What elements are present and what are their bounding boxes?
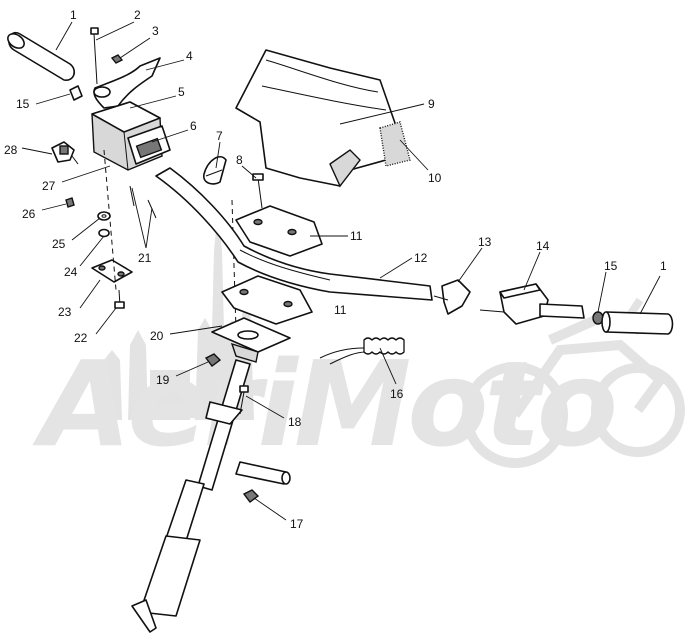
callout-28: 28	[4, 143, 18, 157]
callout-3: 3	[152, 24, 159, 38]
callout-24: 24	[64, 265, 78, 279]
callout-18: 18	[288, 415, 302, 429]
left-bar-end-icon	[69, 85, 83, 101]
cable-coil-icon	[319, 337, 405, 365]
switch-block-icon	[127, 125, 171, 165]
callout-20: 20	[150, 329, 164, 343]
callout-14: 14	[536, 239, 550, 253]
callout-11-upper: 11	[350, 229, 363, 243]
clip-icon	[203, 156, 227, 185]
watermark: AeriMoto	[32, 210, 685, 473]
mounting-plate-icon	[91, 259, 133, 283]
callout-25: 25	[52, 237, 66, 251]
callout-21: 21	[138, 251, 152, 265]
callout-13: 13	[478, 235, 492, 249]
callout-15-left: 15	[16, 97, 30, 111]
callout-1-left-grip: 1	[70, 8, 77, 22]
callout-8: 8	[236, 153, 243, 167]
screw-icon	[65, 197, 75, 208]
handlebar-icon	[155, 167, 433, 301]
callout-27: 27	[42, 179, 56, 193]
housing-screws-icon	[129, 185, 157, 219]
foam-pad-icon	[379, 121, 411, 167]
callout-2: 2	[134, 8, 141, 22]
left-grip-icon	[7, 31, 76, 81]
callout-15-right: 15	[604, 259, 618, 273]
callout-6: 6	[190, 119, 197, 133]
tube-nut-icon	[242, 489, 260, 503]
steering-post-icon	[131, 359, 251, 633]
callout-labels: 1 2 3 4 5 6 7 8 9 10 11 11 12 13 14 15 1…	[4, 8, 667, 531]
lock-washer-icon	[98, 228, 110, 238]
callout-12: 12	[414, 251, 428, 265]
throttle-lever-icon	[93, 57, 161, 109]
callout-23: 23	[58, 305, 72, 319]
steering-tube-icon	[235, 461, 291, 485]
callout-1-right-grip: 1	[660, 259, 667, 273]
nut-icon	[110, 54, 124, 64]
callout-9: 9	[428, 97, 435, 111]
master-cylinder-icon	[479, 283, 585, 325]
plate-screw-icon	[114, 289, 125, 309]
watermark-text: AeriMoto	[32, 335, 614, 473]
post-bolt-icon	[239, 385, 249, 415]
washer-icon	[97, 211, 111, 221]
callout-17: 17	[290, 517, 304, 531]
lower-clamp-icon	[221, 275, 313, 325]
bolt-icon	[90, 27, 99, 85]
callout-26: 26	[22, 207, 36, 221]
parts-drawing	[7, 27, 674, 633]
steering-plate-icon	[211, 317, 291, 363]
upper-clamp-icon	[235, 205, 323, 257]
plate-nut-icon	[204, 353, 222, 367]
callout-16: 16	[390, 387, 404, 401]
callout-5: 5	[178, 85, 185, 99]
clamp-bolt-icon	[252, 173, 264, 209]
switch-icon	[51, 141, 79, 165]
callout-10: 10	[428, 171, 442, 185]
brake-lever-icon	[433, 279, 471, 315]
right-grip-icon	[601, 311, 674, 335]
callout-19: 19	[156, 373, 170, 387]
handlebar-pad-icon	[235, 49, 397, 188]
callout-11-lower: 11	[334, 303, 347, 317]
callout-22: 22	[74, 331, 88, 345]
leader-lines	[21, 21, 661, 521]
callout-7: 7	[216, 129, 223, 143]
callout-4: 4	[186, 49, 193, 63]
